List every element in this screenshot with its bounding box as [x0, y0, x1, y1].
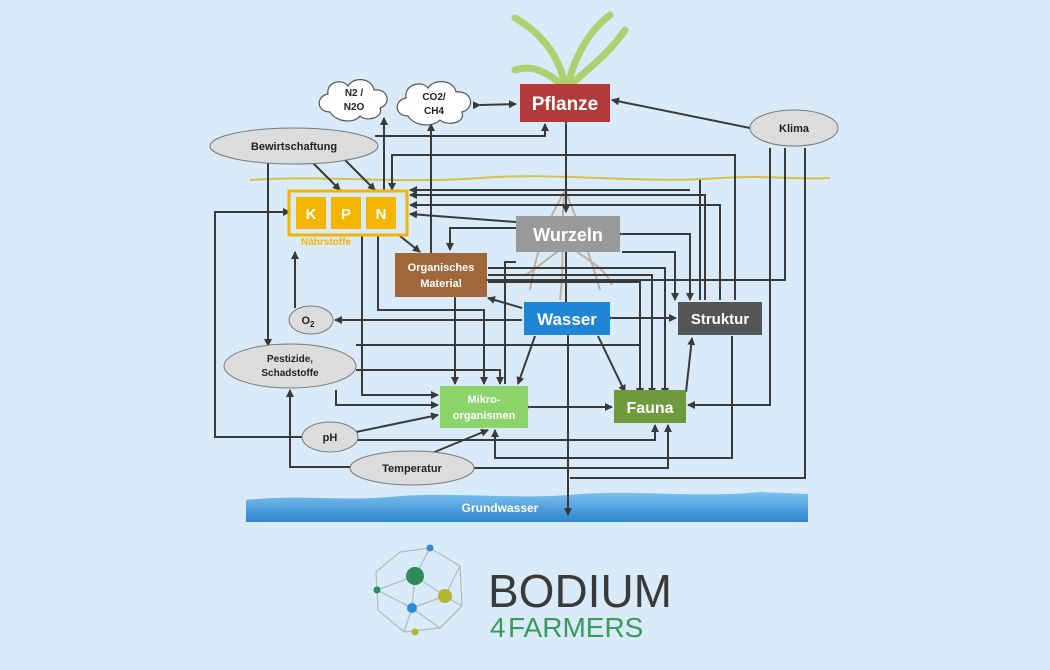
cloud-n2-n2o: N2 / N2O [318, 79, 388, 122]
co2-line2: CH4 [424, 106, 444, 117]
mikro-line2: organismen [453, 410, 516, 422]
fauna-label: Fauna [626, 400, 673, 417]
n2-line2: N2O [344, 102, 365, 113]
node-o2: O2 [288, 305, 334, 335]
logo-dot-yellow-small [411, 628, 419, 636]
logo-network-icon [375, 547, 463, 633]
logo-wordmark-farmers: FARMERS [508, 612, 643, 643]
temperatur-label: Temperatur [382, 463, 442, 475]
node-wasser: Wasser [524, 302, 610, 335]
node-mikroorganismen: Mikro- organismen [440, 386, 528, 428]
naehrstoffe-label: Nährstoffe [301, 237, 351, 248]
node-bewirtschaftung: Bewirtschaftung [209, 127, 379, 165]
node-klima: Klima [749, 109, 839, 147]
co2-line1: CO2/ [422, 92, 446, 103]
node-pestizide: Pestizide, Schadstoffe [223, 343, 357, 389]
logo-dot-blue [407, 603, 417, 613]
logo-dot-blue-top [426, 544, 434, 552]
relationship-arrows [214, 97, 806, 516]
cloud-co2-ch4: CO2/ CH4 [396, 81, 472, 126]
node-struktur: Struktur [678, 302, 762, 335]
node-organisches-material: Organisches Material [395, 253, 487, 297]
groundwater-label: Grundwasser [462, 501, 539, 515]
mikro-line1: Mikro- [468, 394, 501, 406]
k-label: K [306, 206, 317, 223]
pflanze-label: Pflanze [532, 94, 599, 115]
groundwater-band: Grundwasser [246, 492, 808, 522]
soil-surface-line [249, 175, 831, 182]
n-label: N [376, 206, 387, 223]
node-fauna: Fauna [614, 390, 686, 423]
wurzeln-label: Wurzeln [533, 225, 603, 245]
n2-line1: N2 / [345, 88, 364, 99]
bewirtschaftung-label: Bewirtschaftung [251, 141, 337, 153]
plant-leaves-illustration [511, 11, 629, 89]
organisches-line2: Material [420, 278, 462, 290]
logo-dot-yellow [438, 589, 452, 603]
bodium-logo: BODIUM 4 FARMERS [373, 544, 672, 643]
logo-dot-green-large [406, 567, 424, 585]
organisches-line1: Organisches [408, 262, 475, 274]
p-label: P [341, 206, 351, 223]
logo-wordmark-bodium: BODIUM [488, 565, 672, 617]
struktur-label: Struktur [691, 311, 750, 328]
node-temperatur: Temperatur [349, 450, 475, 486]
node-pflanze: Pflanze [520, 84, 610, 122]
svg-text:O2: O2 [301, 315, 315, 329]
logo-wordmark-4: 4 [490, 612, 506, 643]
pestizide-line1: Pestizide, [267, 354, 313, 365]
klima-label: Klima [779, 123, 810, 135]
node-ph: pH [301, 421, 359, 453]
ph-label: pH [323, 432, 338, 444]
node-wurzeln: Wurzeln [516, 216, 620, 252]
o2-subscript: 2 [310, 320, 315, 329]
node-naehrstoffe: K P N Nährstoffe [287, 189, 409, 248]
pestizide-line2: Schadstoffe [261, 368, 319, 379]
wasser-label: Wasser [537, 310, 597, 329]
o2-label: O [301, 315, 310, 327]
logo-dot-green-small [373, 586, 381, 594]
